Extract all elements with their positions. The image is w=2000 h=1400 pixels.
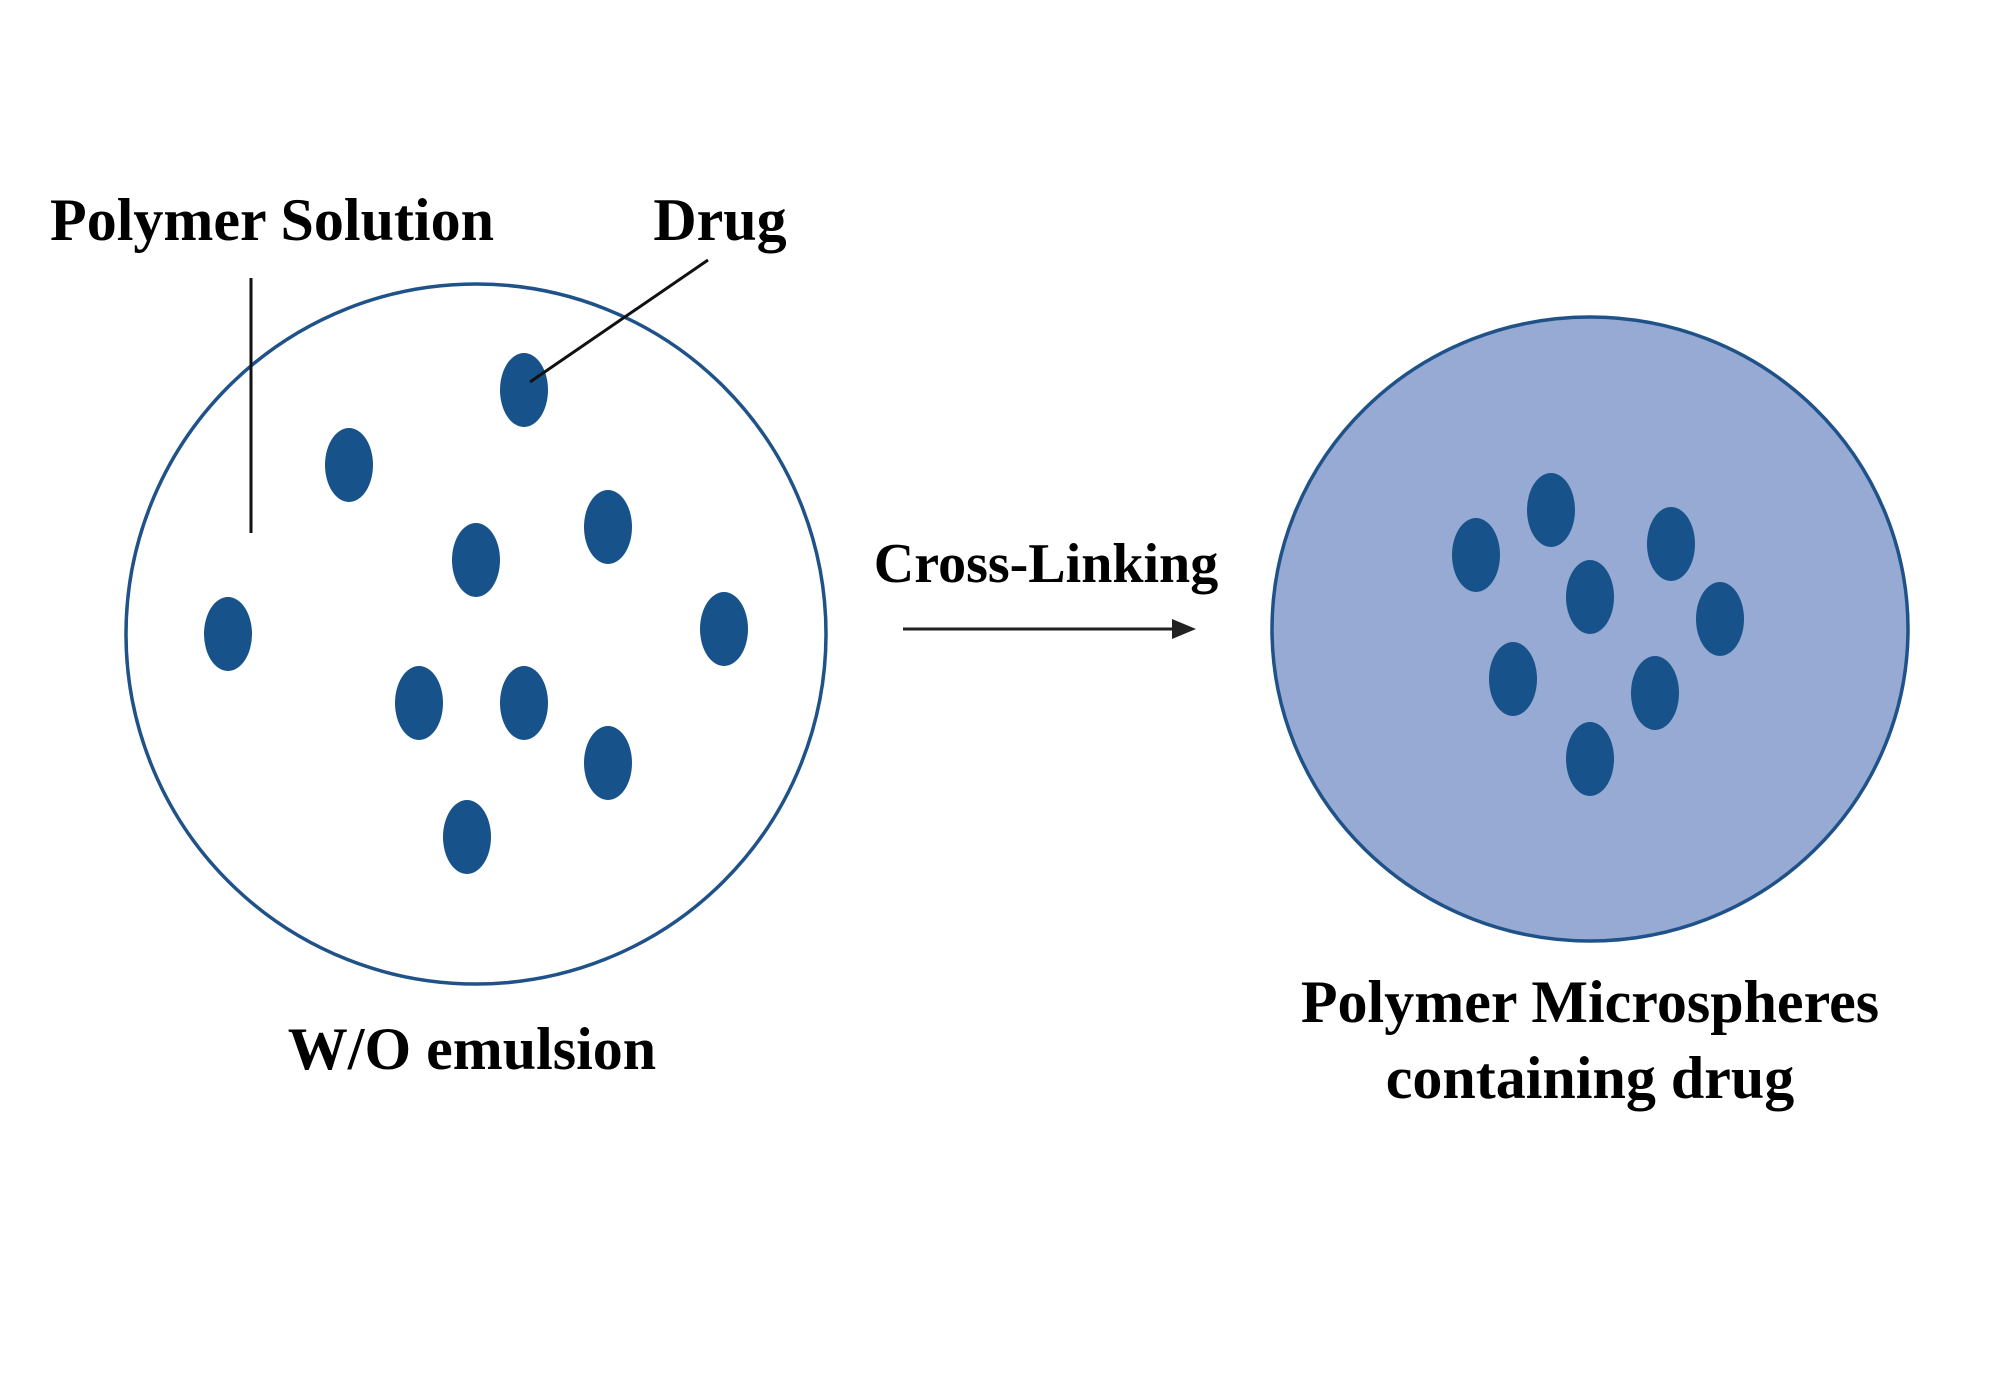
drug-particle [500,666,548,740]
polymer-solution-label: Polymer Solution [50,187,494,253]
drug-leader-line [529,258,709,384]
microsphere-group [1270,315,1910,943]
drug-particle [443,800,491,874]
drug-particle [1631,656,1679,730]
drug-particle [452,523,500,597]
drug-particle [1647,507,1695,581]
drug-particle [1527,473,1575,547]
emulsion-caption: W/O emulsion [288,1016,656,1082]
cross-linking-arrow-group: Cross-Linking [874,533,1218,639]
drug-particle [700,592,748,666]
emulsion-droplet-group [124,258,828,986]
microsphere-caption-line1: Polymer Microspheres [1301,969,1879,1035]
drug-label: Drug [653,187,786,253]
drug-particle [395,666,443,740]
drug-particle [1696,582,1744,656]
emulsion-droplet [124,282,828,986]
drug-particle [584,726,632,800]
process-arrow-head-icon [1172,619,1196,639]
cross-linking-label: Cross-Linking [874,533,1218,595]
drug-particle [584,490,632,564]
drug-particle [500,353,548,427]
drug-particle [1566,722,1614,796]
drug-particle [325,428,373,502]
drug-particle [1452,518,1500,592]
emulsion-drug-particles [204,353,748,874]
drug-particle [204,597,252,671]
microsphere-drug-particles [1452,473,1744,796]
drug-particle [1489,642,1537,716]
drug-particle [1566,560,1614,634]
microsphere-caption-line2: containing drug [1386,1045,1794,1111]
